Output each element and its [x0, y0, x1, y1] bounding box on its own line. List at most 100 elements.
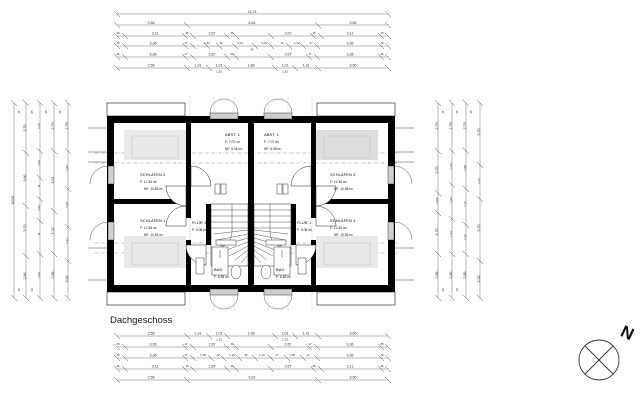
- dim-right-chain-a: 2,79 3,70 1,00 3,70 2,86: [434, 99, 442, 302]
- dim-rc-4: 2,86: [463, 272, 467, 279]
- room-label-flur-left: FLUR 1 F: 3.08 m²: [192, 220, 208, 232]
- dim-bot1-sub-1: 1,33: [282, 338, 288, 342]
- bed-schlafen1-right: [323, 242, 371, 266]
- dim-bot4-2: 45: [185, 364, 189, 368]
- dim-le-5: 40: [30, 288, 34, 292]
- room-area-gross: F: 3.08 m²: [297, 228, 313, 232]
- dim-top5-6: 17: [308, 52, 312, 56]
- room-name: SCHLAFEN 1: [140, 218, 166, 223]
- room-area-gross: F: 6.65 m²: [276, 275, 292, 279]
- dim-top6-1: 1,31: [195, 64, 202, 68]
- room-area-net: NF: 6.06 m²: [225, 147, 243, 151]
- dim-row-top-3: 45 3,11 45 2,67 36 2,67 45 3,11 45: [113, 31, 392, 40]
- dim-le-4: 40: [17, 288, 21, 292]
- washbasin-left: [195, 257, 205, 275]
- dim-bot5-0: 3,56: [148, 376, 155, 380]
- dormer-windows-bottom: [209, 288, 293, 311]
- window-right-lower: [387, 221, 395, 241]
- bath-right: [265, 239, 287, 246]
- bed-schlafen2-right: [323, 135, 371, 159]
- dim-top6-2: 1,01: [216, 64, 223, 68]
- dim-top3-2: 45: [185, 31, 189, 35]
- bathroom-fixtures-right: [260, 239, 307, 280]
- dim-rc-0: 2,79: [463, 123, 467, 130]
- room-label-schlafen2-right: SCHLAFEN 2 F: 12.36 m² NF: 10.85 m²: [330, 172, 355, 191]
- dormer-roof-blocks: [106, 102, 396, 306]
- room-label-flur-right: FLUR 1 F: 3.08 m²: [297, 220, 313, 232]
- room-name: FLUR 1: [192, 220, 206, 225]
- dim-top2-1: 6,62: [249, 21, 256, 25]
- furniture: [131, 135, 371, 266]
- dim-bot2-7: 3,36: [347, 343, 354, 347]
- dim-re-2: 45: [469, 110, 473, 114]
- dim-bot4-0: 45: [116, 364, 120, 368]
- room-label-abst-right: ABST. 1 F: 7.07 m² NF: 6.06 m²: [264, 132, 282, 151]
- room-area-gross: F: 3.08 m²: [192, 228, 208, 232]
- dim-bot3-1: 3,36: [150, 354, 157, 358]
- dim-la-3: 2,86: [23, 273, 27, 280]
- washbasin-right: [297, 257, 307, 275]
- dim-left-chain-c: 2,79 3,01 1,33 2,86: [50, 99, 58, 302]
- compass-circle: [578, 339, 620, 381]
- room-name: BAD: [214, 267, 222, 272]
- dim-row-top-5: 45 3,36 17 2,67 36 2,67 17 3,36 45: [113, 52, 392, 61]
- window-dormer-bottom-right: [263, 288, 293, 296]
- dim-bot1-4: 1,01: [282, 332, 289, 336]
- dim-row-bot-4: 45 3,11 45 2,67 36 2,67 45 3,11 45: [113, 364, 392, 373]
- dim-la-1: 3,60: [23, 175, 27, 182]
- room-labels: ABST. 1 F: 7.07 m² NF: 6.06 m² ABST. 1 F…: [140, 132, 355, 279]
- dim-right-chain-c: 2,79 1,00 1,17 1,33 2,86: [462, 99, 470, 302]
- dim-top6-4: 1,01: [282, 64, 289, 68]
- dim-top3-1: 3,11: [152, 32, 159, 36]
- dim-top4-5: 1,03: [237, 41, 243, 45]
- dim-bot1-3: 1,98: [248, 332, 255, 336]
- dim-top5-5: 2,67: [285, 53, 292, 57]
- dim-le-0: 45: [17, 110, 21, 114]
- dim-ld-3: 1,33: [65, 238, 69, 244]
- dim-le-3: 45: [58, 110, 62, 114]
- dim-rc-3: 1,33: [463, 234, 467, 240]
- shower-left: [211, 246, 229, 276]
- dim-lb-3: 1,03: [37, 205, 41, 211]
- dim-rd-3: 2,28: [477, 276, 481, 283]
- dim-bot3-11: 3,36: [347, 354, 354, 358]
- window-left-lower: [107, 221, 115, 241]
- dim-top2-2: 3,56: [350, 21, 357, 25]
- bottom-dimension-block: 3,56 1,31 1,01 1,98 1,01 1,31 3,56 1,33 …: [113, 332, 392, 384]
- window-dormer-bottom-left: [209, 288, 239, 296]
- dim-la-2: 3,70: [23, 225, 27, 232]
- dim-rc-1: 1,00: [463, 165, 467, 171]
- dim-ld-2: 1,00: [65, 202, 69, 208]
- dim-bot3-10: 17: [306, 353, 310, 357]
- dim-bot3-9: 1,38: [289, 353, 295, 357]
- dim-la-0: 3,70: [23, 125, 27, 132]
- dim-top5-4: 36: [230, 52, 234, 56]
- dim-left-chain-b: 2,79 1,03 11 1,03 11 1,03: [36, 99, 44, 302]
- dim-rb-4: 2,86: [449, 272, 453, 279]
- dim-ld-4: 2,28: [65, 276, 69, 283]
- dim-top3-6: 45: [312, 31, 316, 35]
- dim-re-4: 40: [455, 288, 459, 292]
- dim-bot2-0: 45: [116, 342, 120, 346]
- bath-left: [215, 239, 237, 246]
- right-dimension-block: 2,79 3,70 1,00 3,70 2,86 2,79 1,03 1,03 …: [434, 99, 484, 302]
- room-area-gross: F: 12.36 m²: [140, 180, 158, 184]
- dim-bot1-6: 3,56: [350, 332, 357, 336]
- page-title: Dachgeschoss: [110, 315, 173, 326]
- room-area-gross: F: 7.07 m²: [264, 140, 280, 144]
- room-label-bad-right: BAD F: 6.65 m²: [276, 267, 292, 279]
- dim-top5-1: 3,36: [150, 53, 157, 57]
- dim-top6-sub-1: 1,33: [282, 70, 288, 74]
- window-right-upper: [387, 165, 395, 185]
- dim-lc-2: 1,33: [51, 228, 55, 235]
- window-left-upper: [107, 165, 115, 185]
- dim-row-top-overall: 13,74: [113, 10, 392, 18]
- door-abst-right: [290, 165, 312, 187]
- dim-ra-0: 2,79: [435, 123, 439, 130]
- dim-top4-sub: 36: [250, 48, 254, 52]
- room-area-gross: F: 7.07 m²: [225, 140, 241, 144]
- room-label-abst-left: ABST. 1 F: 7.07 m² NF: 6.06 m²: [225, 132, 243, 151]
- dim-bot4-5: 2,67: [285, 365, 292, 369]
- dim-bot1-5: 1,31: [303, 332, 310, 336]
